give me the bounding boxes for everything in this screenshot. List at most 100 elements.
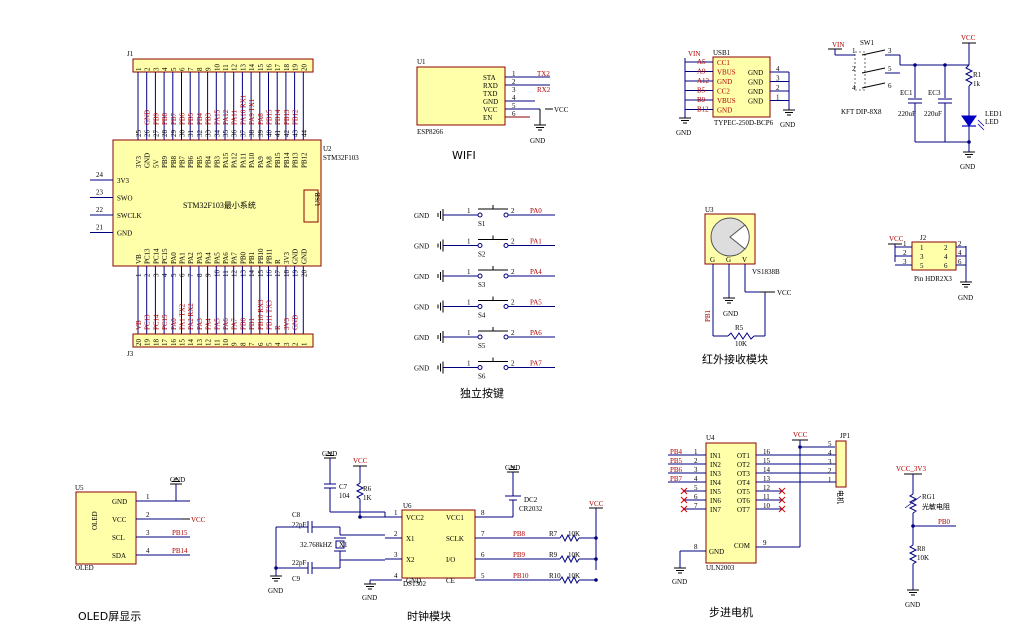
j1-pin-number: 16 xyxy=(266,64,274,72)
hdr-left-num: 3 xyxy=(903,258,907,266)
jp1-pin-number: 1 xyxy=(828,476,832,484)
j1-net-label: PB6 xyxy=(179,112,187,125)
u2-bottom-pin-number: 8 xyxy=(196,273,204,277)
ec1-ref: EC1 xyxy=(900,89,913,97)
u2-top-pin-name: PA12 xyxy=(231,152,239,168)
j1-net-label: PB4 xyxy=(196,112,204,125)
r8-ref: R8 xyxy=(917,545,926,553)
wifi-net-tx2: TX2 xyxy=(537,70,550,78)
r6-val: 1K xyxy=(363,494,372,502)
usbc-left-pin: A12 xyxy=(697,77,710,85)
hdr-left-pin: 5 xyxy=(920,262,924,270)
u2-bottom-pin-name: PA3 xyxy=(196,252,204,264)
u2-bottom-pin-number: 9 xyxy=(205,273,213,277)
usbc-left-pin: A9 xyxy=(697,68,706,76)
u2-top-pin-name: PB8 xyxy=(170,155,178,168)
oled-part: OLED xyxy=(75,564,94,572)
key-ref: S1 xyxy=(478,220,486,228)
oled-inner-label: OLED xyxy=(91,511,99,530)
j3-pin-number: 20 xyxy=(135,339,143,347)
j1-pin-number: 8 xyxy=(196,67,204,71)
jp1-pin-number: 5 xyxy=(828,440,832,448)
usbc-gnd-left: GND xyxy=(676,129,691,137)
u2-bottom-pin-number: 18 xyxy=(283,270,291,278)
x1-ref: X1 xyxy=(339,541,348,549)
j1-net-label: PA9 TX1 xyxy=(248,98,256,125)
ir-r-ref: R5 xyxy=(735,324,744,332)
motor-in-pin: IN1 xyxy=(710,452,721,460)
c9-ref: C9 xyxy=(292,575,301,583)
j1-net-label: PA12 xyxy=(222,109,230,125)
u2-bottom-pin-name: PC14 xyxy=(152,248,160,264)
c8-val: 22pF xyxy=(292,521,307,529)
sw-pin4: 4 xyxy=(852,84,856,92)
rtc-gnd-left: GND xyxy=(268,587,283,595)
rtc-net-label: PB8 xyxy=(513,530,526,538)
usb1-ref: USB1 xyxy=(713,49,731,57)
key-gnd-symbol xyxy=(437,208,444,222)
j1-pin-number: 1 xyxy=(135,67,143,71)
key-gnd-label: GND xyxy=(414,334,429,342)
ir-gnd: GND xyxy=(723,310,738,318)
rtc-right-pin: I/O xyxy=(446,556,455,564)
key-gnd-label: GND xyxy=(414,243,429,251)
u2-top-pin-name: GND xyxy=(144,153,152,168)
j1-pin-number: 4 xyxy=(161,67,169,71)
r8-val: 10K xyxy=(917,554,929,562)
u2-bottom-pin-number: 19 xyxy=(292,270,300,278)
ec3-ref: EC3 xyxy=(928,89,941,97)
rtc-net-label: PB9 xyxy=(513,551,526,559)
wifi-pin-number: 2 xyxy=(512,78,516,86)
j3-net-label: PC13 xyxy=(144,314,152,330)
key-pin1: 1 xyxy=(467,360,471,368)
u2-top-pin-name: PA8 xyxy=(266,156,274,168)
motor-in-num: 1 xyxy=(694,448,698,456)
u2-top-pin-number: 38 xyxy=(248,130,256,138)
oled-pin-number: 2 xyxy=(146,511,150,519)
rtc-pullup-resistor xyxy=(559,575,580,585)
usbc-right-num: 4 xyxy=(776,65,780,73)
hdr-right-pin: 6 xyxy=(944,262,948,270)
ir-pin-g2: G xyxy=(726,256,731,264)
motor-com: COM xyxy=(734,542,751,550)
u2-bottom-pin-number: 17 xyxy=(274,270,282,278)
rtc-right-pin: VCC1 xyxy=(446,514,464,522)
sw-pin6: 6 xyxy=(888,82,892,90)
pwr-gnd: GND xyxy=(960,163,975,171)
u2-left-pin-name: GND xyxy=(117,230,132,238)
u5-ref: U5 xyxy=(75,484,84,492)
u2-top-pin-name: PB12 xyxy=(300,152,308,168)
motor-in-pin: IN4 xyxy=(710,479,721,487)
rtc-junction xyxy=(594,578,598,582)
u2-bottom-pin-number: 6 xyxy=(179,273,187,277)
usbc-inner-right: GND xyxy=(748,98,763,106)
motor-out-pin: OT5 xyxy=(737,488,750,496)
hdr-right-num: 2 xyxy=(958,240,962,248)
dc2-val: CR2032 xyxy=(519,505,543,513)
esp8266-part: ESP8266 xyxy=(417,128,444,136)
j3-net-label: GND xyxy=(292,315,300,330)
wifi-pin-number: 4 xyxy=(512,94,516,102)
j1-net-label: PB7 xyxy=(170,112,178,125)
key-pin1: 1 xyxy=(467,268,471,276)
u4-ref: U4 xyxy=(706,434,715,442)
motor-in-num: 5 xyxy=(694,484,698,492)
usbc-vin: VIN xyxy=(688,50,700,58)
usbc-left-pin: B12 xyxy=(697,106,709,114)
c8-ref: C8 xyxy=(292,511,301,519)
wifi-pin-name: EN xyxy=(483,114,492,122)
ldr-section: VCC_3V3 RG1 光敏电阻 PB0 R8 10K GND xyxy=(896,465,956,609)
j1-pin-number: 5 xyxy=(170,67,178,71)
key-contact xyxy=(477,365,483,370)
ldr-net: PB0 xyxy=(938,518,951,526)
key-ref: S4 xyxy=(478,312,486,320)
key-pin2: 2 xyxy=(511,268,515,276)
